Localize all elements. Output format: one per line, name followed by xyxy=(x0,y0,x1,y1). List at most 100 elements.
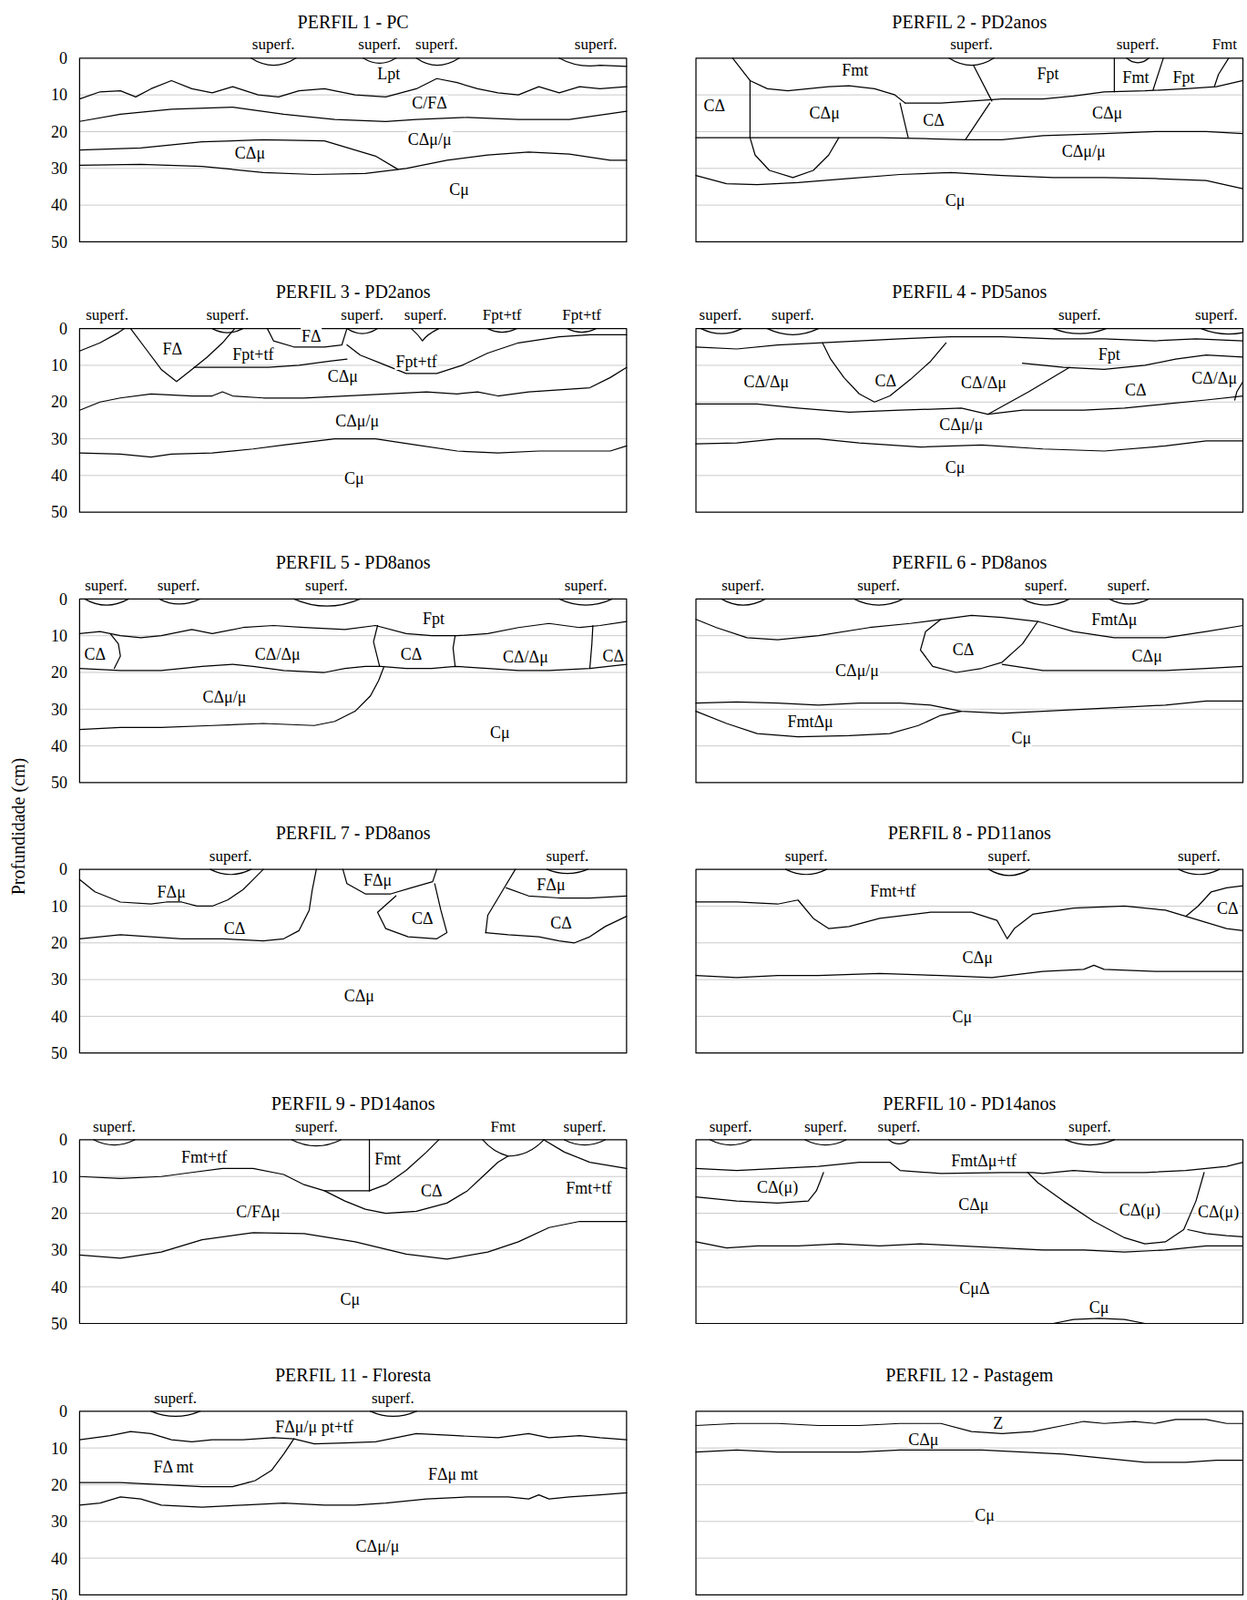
horizon-label: Fmt xyxy=(840,61,869,79)
horizon-label: CΔμ xyxy=(1131,647,1164,665)
horizon-region: CΔμ/μ xyxy=(202,688,248,706)
surface-label: superf. xyxy=(85,306,129,323)
profile-panel: PERFIL 6 - PD8anossuperf.superf.superf.s… xyxy=(695,599,1243,784)
surface-pocket-outline xyxy=(251,58,627,67)
horizon-boundary xyxy=(1153,58,1164,91)
surface-pocket: superf. xyxy=(92,1117,136,1134)
horizon-region: Z xyxy=(991,1414,1004,1431)
horizon-boundary xyxy=(732,58,905,103)
horizon-label: CΔ xyxy=(1124,381,1148,399)
panel-title: PERFIL 5 - PD8anos xyxy=(275,552,431,572)
surface-label: superf. xyxy=(305,576,348,593)
horizon-boundary xyxy=(695,1172,824,1204)
panel-frame xyxy=(695,58,1243,243)
surface-pocket-outline xyxy=(210,868,589,875)
panel-title: PERFIL 2 - PD2anos xyxy=(891,12,1047,31)
depth-tick: 50 xyxy=(51,1044,68,1062)
surface-pocket: superf. xyxy=(1024,576,1068,593)
horizon-region: CΔ/Δμ xyxy=(742,373,790,390)
horizon-boundary xyxy=(368,1139,370,1191)
horizon-boundary xyxy=(965,102,991,140)
depth-tick: 0 xyxy=(59,50,68,67)
surface-pocket: superf. xyxy=(84,576,128,593)
horizon-region: FΔμ xyxy=(156,883,187,900)
profile-drawing xyxy=(79,328,626,513)
surface-pocket: superf. xyxy=(857,576,900,593)
surface-pocket: superf. xyxy=(563,1117,607,1134)
horizon-boundary xyxy=(695,172,1243,189)
surface-label: superf. xyxy=(371,1389,415,1405)
horizon-label: CΔμ xyxy=(907,1430,940,1448)
horizon-label: Fpt xyxy=(1172,69,1196,86)
surface-label: superf. xyxy=(721,576,765,593)
surface-pocket: superf. xyxy=(252,36,296,52)
horizon-boundary xyxy=(1001,664,1243,671)
depth-tick: 10 xyxy=(51,357,68,374)
horizon-region: FmtΔμ+tf xyxy=(950,1152,1017,1169)
horizon-boundary xyxy=(79,1482,248,1486)
horizon-region: CΔ xyxy=(601,647,625,665)
surface-label: superf. xyxy=(1107,576,1151,593)
horizon-boundary xyxy=(79,1492,626,1507)
horizon-region: FΔμ mt xyxy=(427,1465,480,1483)
panel-frame xyxy=(695,598,1243,783)
surface-label: superf. xyxy=(209,847,253,863)
horizon-region: CΔμ/μ xyxy=(834,662,880,679)
horizon-region: CΔμ/μ xyxy=(407,131,453,148)
profile-panel: PERFIL 5 - PD8anossuperf.superf.superf.s… xyxy=(79,599,626,784)
horizon-label: Fmt+tf xyxy=(180,1148,228,1166)
horizon-label: Cμ xyxy=(338,1290,361,1308)
horizon-label: FΔμ xyxy=(362,871,393,889)
profile-drawing xyxy=(695,868,1243,1053)
horizon-label: Cμ xyxy=(973,1506,996,1523)
horizon-region: CΔ xyxy=(702,97,726,114)
horizon-boundary xyxy=(79,621,626,638)
depth-tick: 0 xyxy=(59,320,68,338)
surface-label: superf. xyxy=(785,847,828,863)
horizon-region: CΔμ/μ xyxy=(355,1537,401,1554)
surface-label: superf. xyxy=(295,1117,338,1134)
horizon-label: FΔ xyxy=(162,340,184,358)
horizon-boundary xyxy=(342,868,437,894)
horizon-region: CΔμ xyxy=(907,1430,940,1448)
profile-drawing xyxy=(79,1139,626,1324)
surface-pocket: superf. xyxy=(295,1117,338,1134)
horizon-label: CΔ xyxy=(1216,899,1240,917)
horizon-boundary xyxy=(79,1221,626,1259)
surface-pocket: superf. xyxy=(771,306,815,323)
panel-frame xyxy=(695,868,1243,1053)
horizon-label: Fpt+tf xyxy=(231,346,275,363)
horizon-region: CΔ/Δμ xyxy=(960,374,1008,391)
surface-pocket: superf. xyxy=(357,36,401,52)
surface-pocket: superf. xyxy=(1195,306,1238,323)
horizon-label: CΔμ/μ xyxy=(202,688,248,706)
profile-panel: PERFIL 9 - PD14anossuperf.superf.Fmtsupe… xyxy=(79,1139,626,1324)
horizon-label: CΔ xyxy=(921,112,946,129)
surface-pocket: superf. xyxy=(340,306,384,323)
horizon-label: CΔ/Δμ xyxy=(960,374,1008,391)
horizon-label: CΔ/Δμ xyxy=(742,373,790,390)
surface-pocket: superf. xyxy=(709,1117,753,1134)
panel-title: PERFIL 12 - Pastagem xyxy=(885,1365,1053,1384)
horizon-region: Cμ xyxy=(338,1290,361,1308)
surface-label: superf. xyxy=(563,1117,607,1134)
surface-label: Fmt xyxy=(490,1117,516,1134)
grid-line xyxy=(695,1175,1243,1287)
horizon-region: CΔμ xyxy=(961,949,994,966)
depth-tick: 40 xyxy=(51,196,68,214)
horizon-boundary xyxy=(695,396,1243,415)
horizon-boundary xyxy=(973,65,992,102)
profile-panel: PERFIL 4 - PD5anossuperf.superf.superf.s… xyxy=(695,328,1243,513)
panel-frame xyxy=(79,1139,626,1324)
horizon-region: Fpt xyxy=(421,610,446,627)
surface-pocket: superf. xyxy=(1068,1117,1112,1134)
horizon-region: FΔμ xyxy=(362,871,393,889)
depth-tick: 0 xyxy=(59,591,68,608)
profile-panel: PERFIL 3 - PD2anossuperf.superf.superf.s… xyxy=(79,328,626,513)
horizon-label: Lpt xyxy=(376,65,401,82)
panel-title: PERFIL 4 - PD5anos xyxy=(891,282,1047,301)
horizon-label: CΔ xyxy=(874,372,899,389)
depth-tick: 20 xyxy=(51,1476,68,1493)
surface-label: superf. xyxy=(1116,36,1160,52)
